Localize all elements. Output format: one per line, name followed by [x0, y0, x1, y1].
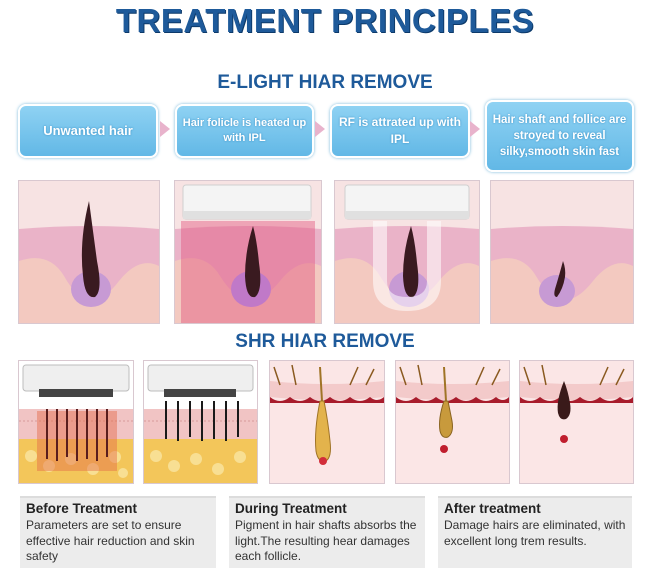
- step-label-3: RF is attrated up with IPL: [338, 115, 461, 146]
- step-label-1: Unwanted hair: [43, 122, 133, 138]
- elight-heading: E-LIGHT HIAR REMOVE: [217, 72, 433, 93]
- shr-follicle-diagram-2: [396, 361, 509, 483]
- elight-panel-4: [490, 180, 634, 324]
- step-label-2: Hair folicle is heated up with IPL: [182, 116, 307, 144]
- skin-diagram-rf-attracted: [335, 181, 479, 323]
- shr-panel-2: [143, 360, 258, 484]
- skin-diagram-ipl-heating: [175, 181, 321, 323]
- shr-diagram-during: [144, 361, 257, 483]
- shr-panel-4: [395, 360, 510, 484]
- caption-after-treatment: After treatment Damage hairs are elimina…: [438, 496, 632, 568]
- elight-panel-3: [334, 180, 480, 324]
- skin-diagram-smooth-skin: [491, 181, 633, 323]
- caption-title: During Treatment: [235, 501, 347, 516]
- step-box-1: Unwanted hair: [18, 104, 158, 158]
- elight-panel-1: [18, 180, 160, 324]
- shr-follicle-diagram-3: [520, 361, 633, 483]
- step-box-3: RF is attrated up with IPL: [330, 104, 470, 158]
- caption-before-treatment: Before Treatment Parameters are set to e…: [20, 496, 216, 568]
- caption-text: Pigment in hair shafts absorbs the light…: [235, 518, 417, 564]
- arrow-icon: [160, 121, 170, 137]
- caption-text: Damage hairs are eliminated, with excell…: [444, 518, 626, 548]
- caption-title: After treatment: [444, 501, 541, 516]
- main-title: TREATMENT PRINCIPLES: [115, 2, 535, 39]
- shr-panel-5: [519, 360, 634, 484]
- caption-text: Parameters are set to ensure effective h…: [26, 518, 195, 564]
- caption-during-treatment: During Treatment Pigment in hair shafts …: [229, 496, 425, 568]
- elight-panel-2: [174, 180, 322, 324]
- step-box-4: Hair shaft and follice are stroyed to re…: [485, 100, 634, 172]
- shr-heading: SHR HIAR REMOVE: [235, 331, 415, 352]
- shr-panel-1: [18, 360, 134, 484]
- arrow-icon: [315, 121, 325, 137]
- caption-title: Before Treatment: [26, 501, 138, 516]
- shr-panel-3: [269, 360, 385, 484]
- step-box-2: Hair folicle is heated up with IPL: [175, 104, 314, 158]
- arrow-icon: [470, 121, 480, 137]
- step-label-4: Hair shaft and follice are stroyed to re…: [492, 113, 627, 159]
- skin-diagram-unwanted-hair: [19, 181, 159, 323]
- shr-follicle-diagram-1: [270, 361, 384, 483]
- shr-diagram-before: [19, 361, 133, 483]
